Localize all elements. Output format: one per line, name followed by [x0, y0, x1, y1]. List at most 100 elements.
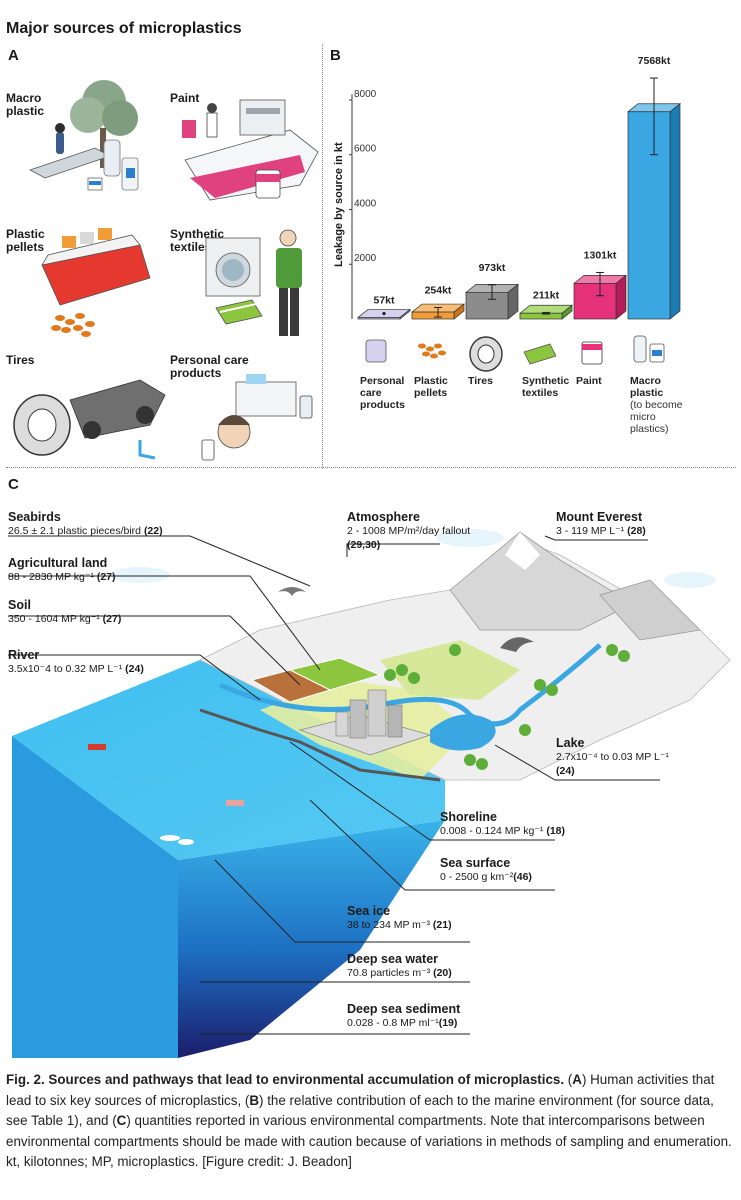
bar	[357, 317, 401, 320]
compartment-ref: (20)	[433, 967, 452, 979]
compartment-deep-sea-sediment: Deep sea sediment 0.028 - 0.8 MP ml⁻¹(19…	[347, 1002, 460, 1030]
personal-care-illustration	[201, 374, 313, 461]
compartment-quantity: 350 - 1604 MP kg⁻¹	[8, 613, 100, 625]
category-icon	[633, 335, 665, 363]
city	[298, 689, 432, 756]
seabird-icon	[500, 637, 534, 652]
sea-front-face	[178, 820, 445, 1058]
compartment-name: Mount Everest	[556, 510, 643, 524]
category-label: products	[360, 399, 405, 411]
compartment-ref: (27)	[96, 571, 116, 583]
compartment-name: Sea ice	[347, 904, 391, 918]
compartment-name: Shoreline	[440, 810, 497, 824]
category-note: micro	[630, 411, 656, 423]
bar-side-face	[615, 274, 627, 320]
compartment-name: Atmosphere	[347, 510, 420, 524]
compartment-ref: (29,30)	[347, 539, 381, 551]
category-icon	[581, 341, 603, 365]
bar-value-label: 1301kt	[584, 249, 617, 261]
bar	[519, 312, 563, 320]
bar-value-label: 57kt	[373, 294, 395, 306]
tires-illustration	[13, 379, 166, 460]
compartment-name: River	[8, 648, 40, 662]
compartment-river: River 3.5x10⁻4 to 0.32 MP L⁻¹ (24)	[8, 648, 144, 676]
leader-lines	[8, 535, 660, 1035]
category-label: care	[360, 387, 382, 399]
bar-value-label: 7568kt	[638, 55, 671, 67]
caption-ref-b: B	[249, 1092, 260, 1108]
panel-b-letter: B	[330, 47, 341, 64]
bar-value-label: 211kt	[533, 289, 560, 301]
compartment-lake: Lake 2.7x10⁻⁴ to 0.03 MP L⁻¹ (24)	[556, 736, 669, 778]
seabird-icon	[278, 587, 306, 596]
compartment-name: Agricultural land	[8, 556, 108, 570]
category-note: (to become	[630, 399, 683, 411]
compartment-ref: (21)	[432, 919, 452, 931]
bar	[627, 111, 671, 320]
category-label: Personal	[360, 375, 404, 387]
y-tick-label: 2000	[354, 253, 377, 264]
compartment-quantity: 88 - 2830 MP kg⁻¹	[8, 571, 94, 583]
compartment-agricultural-land: Agricultural land 88 - 2830 MP kg⁻¹ (27)	[8, 556, 116, 584]
compartment-sea-ice: Sea ice 38 to 234 MP m⁻³ (21)	[347, 904, 452, 932]
compartment-name: Sea surface	[440, 856, 511, 870]
source-macro-plastic-label: Macro plastic	[6, 91, 45, 118]
category-label: Plastic	[414, 375, 448, 387]
source-paint-label: Paint	[170, 91, 200, 105]
category-label: Paint	[576, 375, 602, 387]
panel-c-letter: C	[8, 476, 19, 493]
compartment-quantity: 70.8 particles m⁻³	[347, 967, 431, 979]
macro-plastic-illustration	[28, 80, 139, 191]
caption-text-2: ) Human activities that lead to six key …	[6, 1072, 715, 1108]
compartment-name: Deep sea water	[347, 952, 439, 966]
caption-ref-a: A	[572, 1072, 582, 1087]
compartment-name: Deep sea sediment	[347, 1002, 461, 1016]
panel-divider-vertical	[322, 44, 323, 469]
compartment-deep-sea-water: Deep sea water 70.8 particles m⁻³ (20)	[347, 952, 452, 980]
caption-text-4: ) quantities reported in various environ…	[6, 1113, 732, 1169]
compartment-quantity: 26.5 ± 2.1 plastic pieces/bird	[8, 525, 142, 537]
compartment-ref: (18)	[546, 825, 566, 837]
compartment-ref: (22)	[143, 525, 163, 537]
compartment-quantity: 3 - 119 MP L⁻¹	[556, 525, 625, 537]
compartment-ref: (24)	[125, 663, 144, 675]
source-tires-label: Tires	[6, 353, 35, 367]
source-plastic-pellets-label: Plastic pellets	[6, 227, 45, 254]
bar-side-face	[669, 103, 681, 320]
category-label: plastic	[630, 387, 663, 399]
compartment-soil: Soil 350 - 1604 MP kg⁻¹ (27)	[8, 598, 121, 626]
compartment-atmosphere: Atmosphere 2 - 1008 MP/m²/day fallout (2…	[347, 510, 470, 552]
soil-field	[250, 669, 332, 703]
source-illustrations	[13, 80, 319, 461]
compartment-quantity: 0 - 2500 g km⁻²	[440, 871, 514, 883]
compartment-quantity: 2 - 1008 MP/m²/day fallout	[347, 525, 471, 537]
caption-ref-c: C	[116, 1113, 127, 1128]
compartment-quantity: 3.5x10⁻4 to 0.32 MP L⁻¹	[8, 663, 123, 675]
boat-icon	[226, 800, 244, 806]
sea-surface	[12, 660, 445, 860]
error-point	[382, 311, 386, 316]
y-tick-label: 8000	[354, 89, 377, 100]
bar-value-label: 254kt	[425, 285, 452, 297]
lake	[430, 714, 496, 751]
compartment-quantity: 2.7x10⁻⁴ to 0.03 MP L⁻¹	[556, 751, 669, 763]
category-note: plastics)	[630, 423, 669, 435]
category-label: textiles	[522, 387, 558, 399]
panel-a-letter: A	[8, 47, 19, 64]
compartment-name: Soil	[8, 598, 31, 612]
panel-divider-horizontal	[6, 467, 736, 468]
compartment-ref: (19)	[438, 1017, 458, 1029]
compartment-quantity: 0.028 - 0.8 MP ml⁻¹	[347, 1017, 439, 1029]
compartment-sea-surface: Sea surface 0 - 2500 g km⁻²(46)	[440, 856, 532, 884]
figure-caption: Fig. 2. Sources and pathways that lead t…	[6, 1070, 734, 1173]
category-label: Tires	[468, 375, 493, 387]
bar-value-label: 973kt	[479, 262, 506, 274]
compartment-name: Seabirds	[8, 510, 61, 524]
compartment-seabirds: Seabirds 26.5 ± 2.1 plastic pieces/bird …	[8, 510, 163, 538]
bar	[573, 283, 617, 320]
y-tick-label: 4000	[354, 198, 377, 209]
category-icon	[469, 336, 503, 372]
bar	[411, 311, 455, 320]
compartment-ref: (24)	[556, 765, 575, 777]
